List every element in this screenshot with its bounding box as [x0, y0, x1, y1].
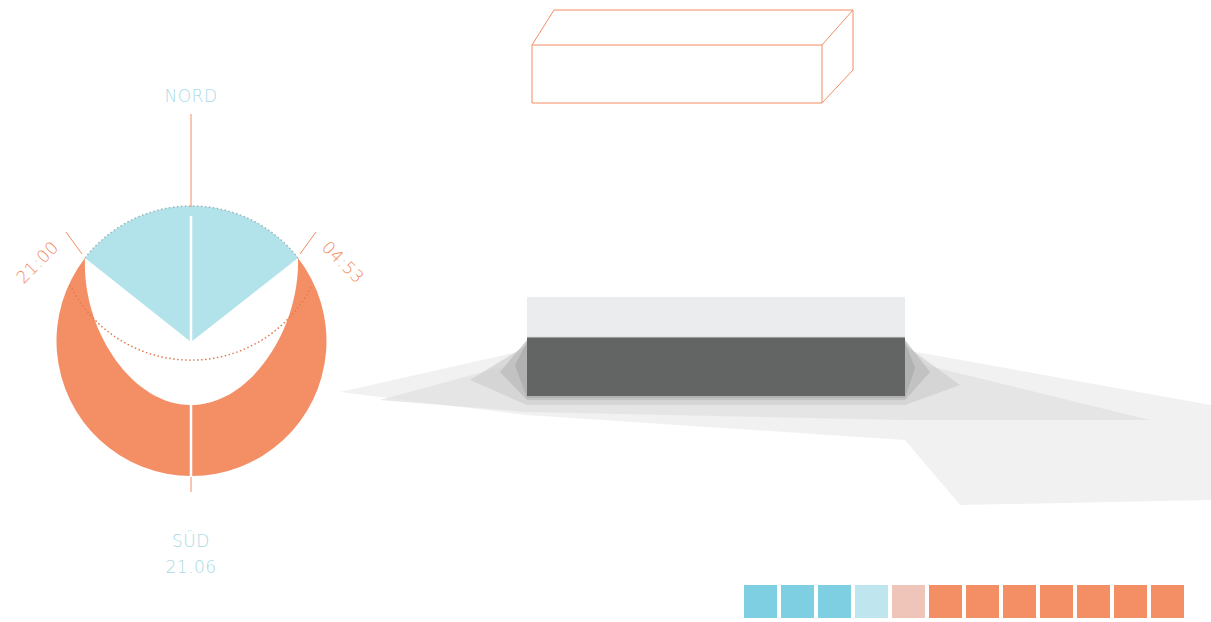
- hour-bar: [744, 585, 1184, 618]
- direction-label: SÜD: [172, 533, 210, 550]
- building-block: [527, 297, 905, 396]
- direction-label: NORD: [165, 88, 218, 105]
- time-label: 21:00: [14, 238, 62, 286]
- sun-diagram: [57, 114, 327, 492]
- wireframe-box: [532, 10, 853, 103]
- time-label: 04:53: [319, 238, 367, 286]
- date-label: 21.06: [165, 559, 216, 576]
